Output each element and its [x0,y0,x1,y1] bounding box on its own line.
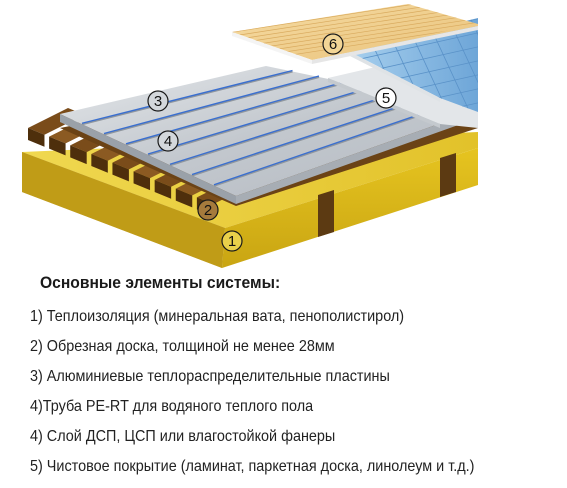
pipe [213,102,452,186]
edge-board-side [91,154,108,173]
tile-seam [461,18,478,112]
plate-groove [213,103,452,187]
plate-groove [81,70,293,126]
legend-list: 1) Теплоизоляция (минеральная вата, пено… [30,302,524,482]
callout-1-label: 1 [228,233,236,250]
plate-groove [191,98,426,177]
edge-board-side [28,128,45,147]
edge-board-side [112,162,129,182]
plate-groove [169,92,399,167]
pipe [191,97,426,176]
wood-grain [232,5,478,47]
floor-layers-diagram: 1 2 3 4 5 6 [22,0,544,268]
plate-grooves [81,70,452,187]
edge-board-side [154,180,172,199]
plate-groove [103,76,320,136]
legend-item: 4)Труба PE-RT для водяного теплого пола [30,398,314,415]
plate-groove [147,87,373,156]
pipe [169,91,399,165]
callout-4-label: 4 [164,133,172,150]
legend: Основные элементы системы: 1) Теплоизоля… [0,270,567,488]
legend-item: 2) Обрезная доска, толщиной не менее 28м… [30,338,335,355]
callout-2-label: 2 [204,202,212,219]
pipe [147,86,373,155]
legend-title: Основные элементы системы: [40,273,281,292]
callout-3: 3 [147,90,169,112]
tile-seam [346,97,478,112]
callout-1: 1 [221,230,243,252]
edge-board-side [133,171,151,191]
legend-item: 5) Чистовое покрытие (ламинат, паркетная… [30,458,475,475]
callout-5-label: 5 [382,90,390,107]
pe-rt-pipes [81,69,452,186]
pipe [81,69,293,124]
legend-item: 1) Теплоизоляция (минеральная вата, пено… [30,308,405,325]
wood-grain [232,4,478,35]
tile-seam [484,0,544,130]
support-beams [318,153,456,237]
callout-2: 2 [197,199,219,221]
edge-board-side [49,136,66,156]
callout-3-label: 3 [154,93,162,110]
callout-6: 6 [322,33,344,55]
edge-board-side [70,145,87,165]
callout-4: 4 [157,130,179,152]
legend-item: 3) Алюминиевые теплораспределительные пл… [30,368,390,385]
legend-item: 4) Слой ДСП, ЦСП или влагостойкой фанеры [30,428,336,445]
pipe [103,75,320,135]
edge-board-side [175,188,193,208]
callout-5: 5 [375,87,397,109]
callout-6-label: 6 [329,36,337,53]
wood-finish [232,4,478,64]
